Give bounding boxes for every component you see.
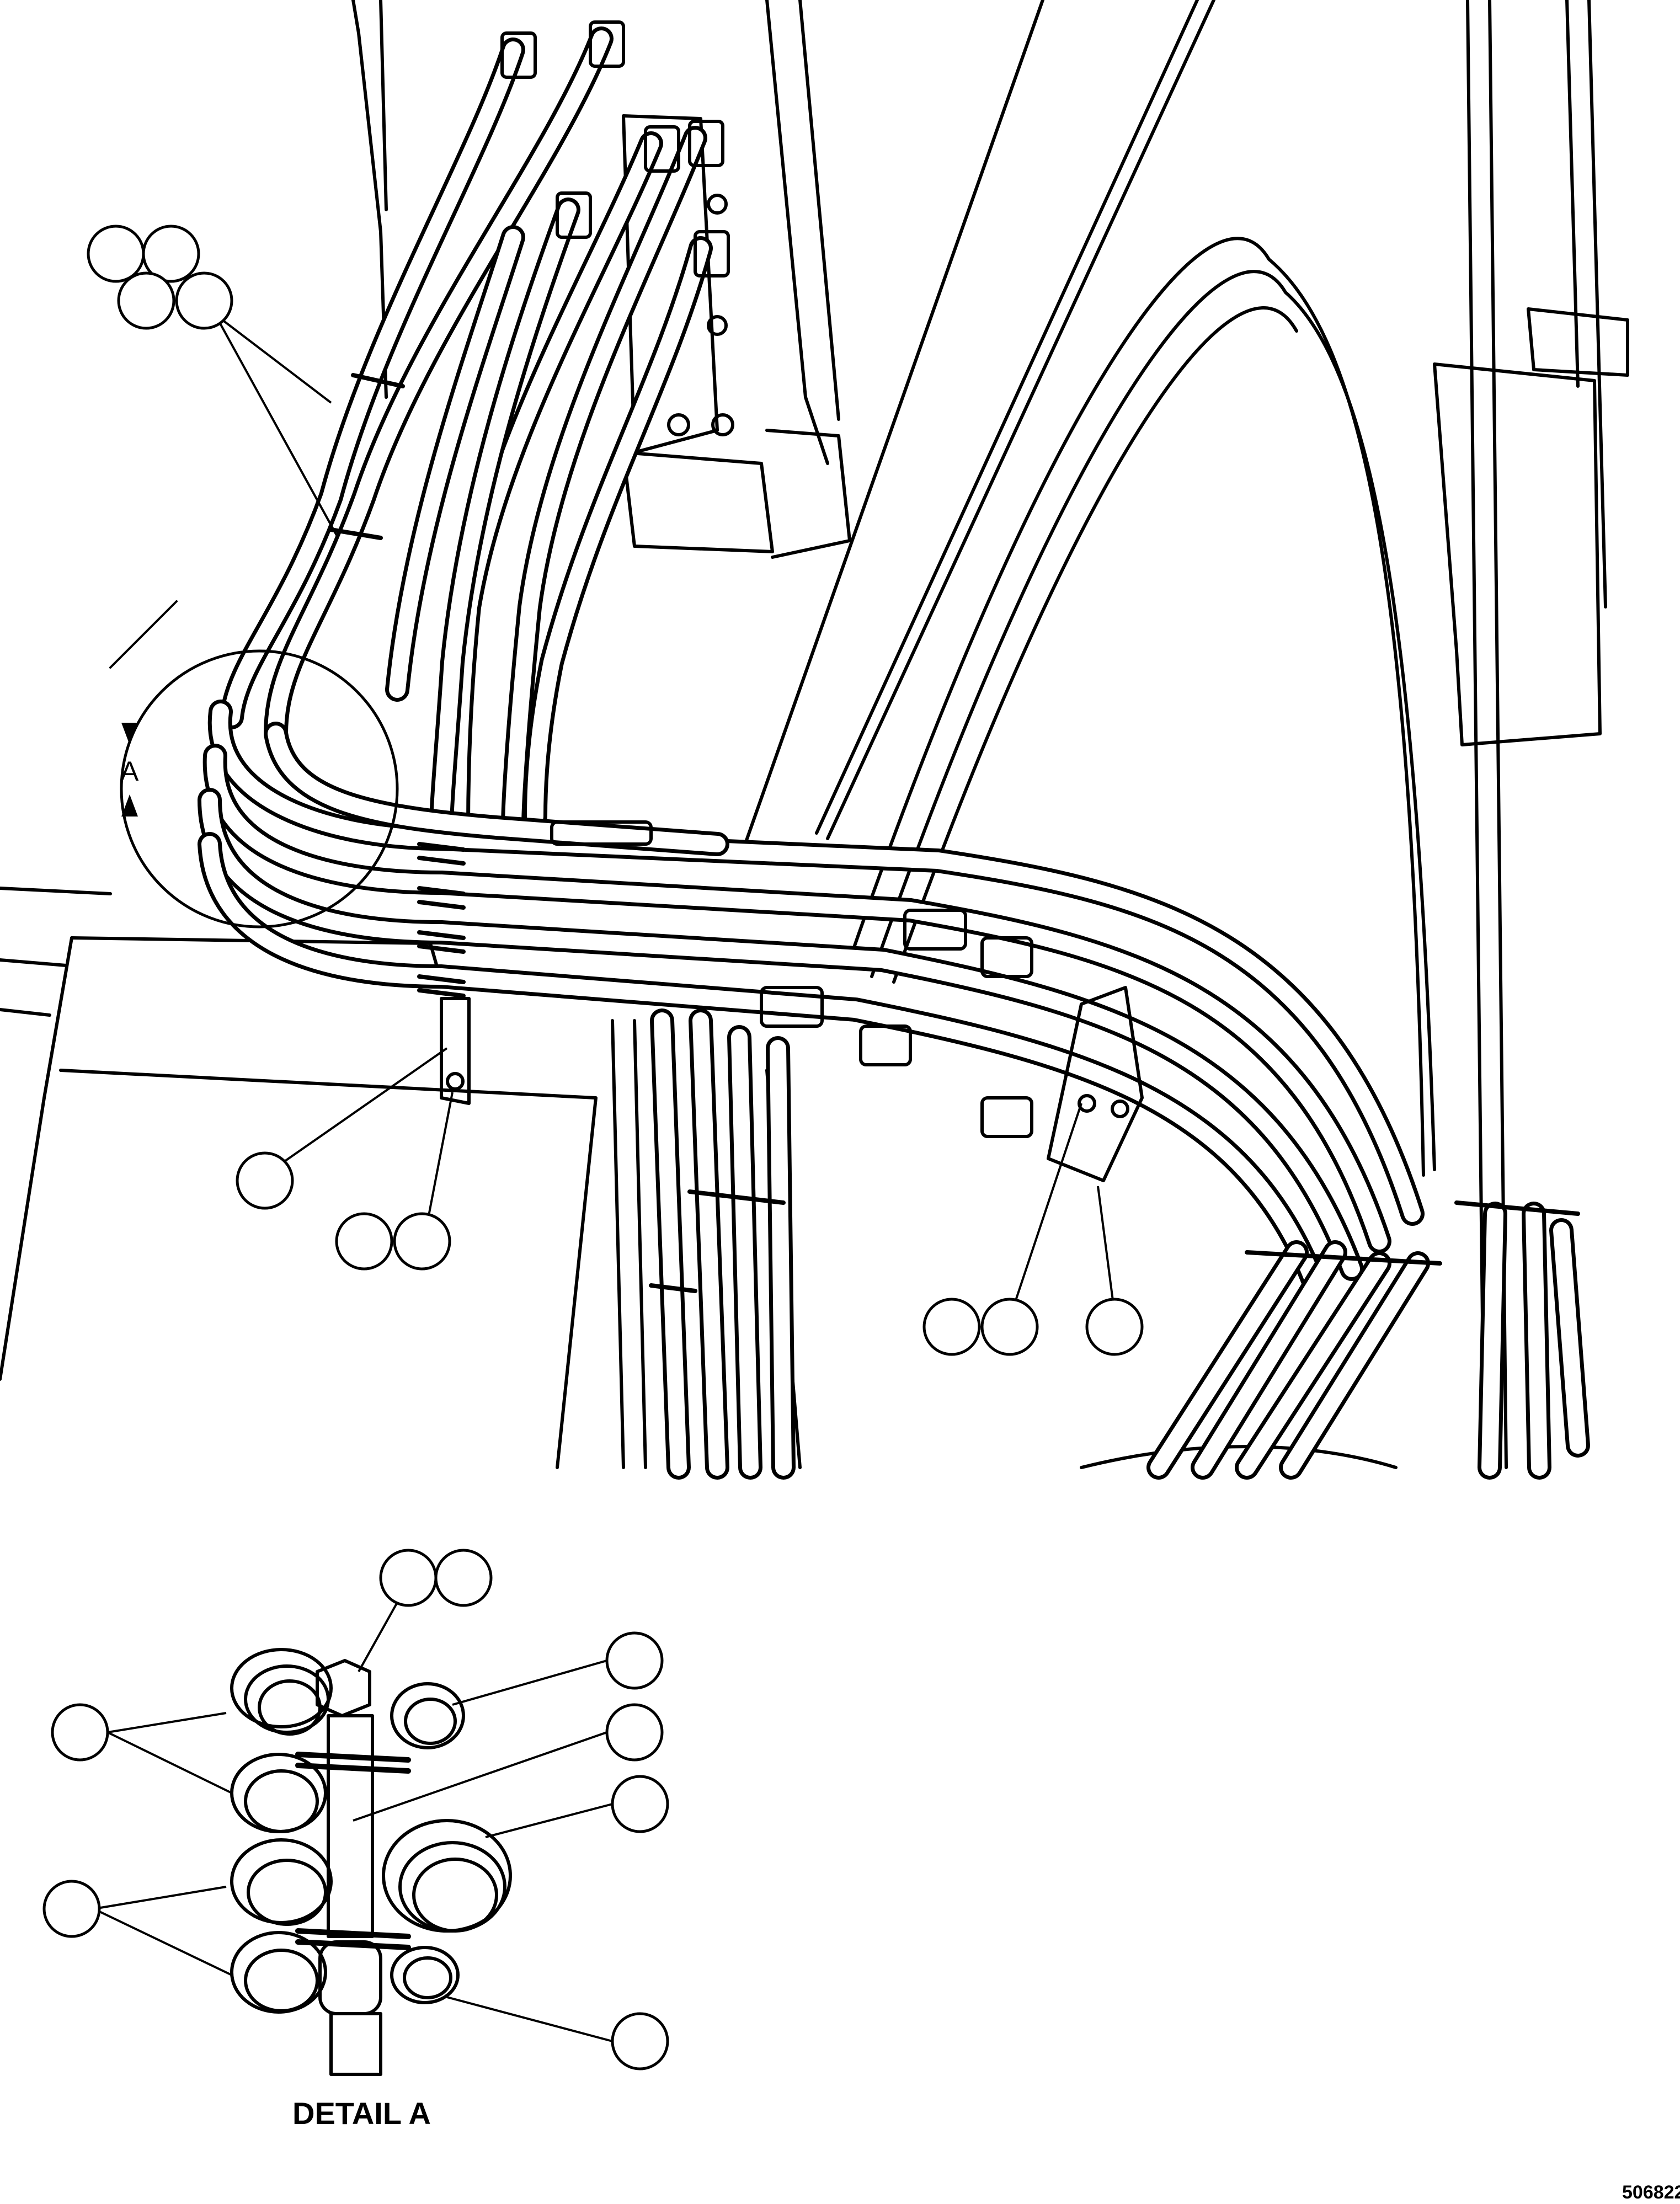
detail-a-title: DETAIL A [292,2096,431,2131]
clamp-plates [295,1752,411,1950]
callout-bubble [42,1880,101,1938]
upper-hose-bundle [220,26,713,840]
view-marker-label: A [120,756,139,787]
callout-bubble [611,1775,669,1833]
clamp-stud [316,1659,382,2076]
hose-ring-right-small-upper [390,1682,465,1749]
hose-clamps [329,373,1580,1293]
hose-ring-left-3 [230,1838,333,1926]
callout-bubble [922,1298,981,1356]
callout-bubble [611,2012,669,2070]
callout-bubble [51,1703,109,1762]
callout-bubble [393,1212,451,1271]
hose-ring-right-large [382,1819,512,1933]
hose-ring-right-small-lower [390,1946,460,2004]
callout-bubble [142,225,200,283]
callout-bubble [379,1549,438,1607]
callout-bubble [980,1298,1039,1356]
callout-bubble [236,1151,294,1210]
hose-ring-left-2 [230,1753,327,1833]
detail-a-callout-circle [109,600,399,928]
horizontal-hose-bundle [198,700,1425,1292]
lower-hose-bundle [650,1008,1590,1480]
callout-bubble [175,271,233,330]
callout-bubble [605,1631,664,1690]
callout-bubble [434,1549,493,1607]
machine-frame [0,0,1629,1469]
callout-bubble [87,225,145,283]
callout-bubble [117,271,175,330]
callout-bubble [605,1703,664,1762]
hose-end-fittings [500,20,1033,1138]
hose-ring-left-lower [230,1931,327,2014]
section-view-marker: A [120,723,139,817]
callout-bubble [1085,1298,1144,1356]
hose-support-brackets [440,986,1144,1182]
detail-a-view: DETAIL A [42,1549,669,2131]
drawing-number: 506822 [1622,2182,1680,2203]
main-view-callouts [87,225,1144,1356]
callout-bubble [335,1212,393,1271]
hose-ring-left-upper [230,1648,333,1736]
